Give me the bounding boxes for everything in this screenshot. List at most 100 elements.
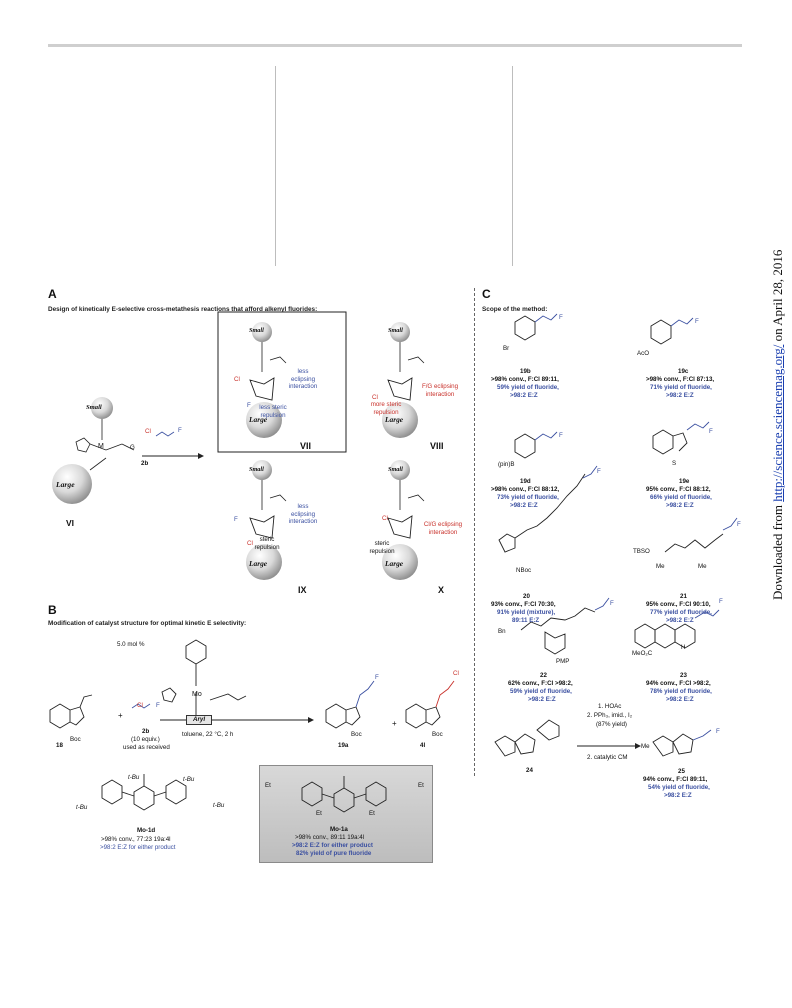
mo-label: Mo	[192, 691, 202, 698]
viii-atom-cl: Cl	[372, 394, 378, 401]
reaction-arrow-b-head	[308, 717, 314, 723]
product-19a-boc: Boc	[351, 731, 362, 738]
panel-b-title: Modification of catalyst structure for o…	[48, 620, 247, 627]
result-19d-l3: >98:2 E:Z	[510, 502, 538, 509]
sciencemag-link[interactable]: http://science.sciencemag.org/	[770, 344, 785, 502]
product-19a-label: 19a	[338, 742, 349, 749]
c-19c-f: F	[695, 318, 699, 325]
top-rule	[48, 44, 742, 47]
result-22-l1: 62% conv., F:Cl >98:2,	[508, 680, 573, 687]
mo-1a-et-4: Et	[369, 810, 375, 817]
c-22-f: F	[610, 600, 614, 607]
c-24-label: 24	[526, 767, 533, 774]
ix-note-steric: steric repulsion	[254, 536, 280, 551]
metallacycle-vii	[246, 322, 287, 438]
viii-note-eclipsing: F/G eclipsing interaction	[421, 383, 459, 398]
mo-1a-name: Mo-1a	[330, 826, 348, 833]
result-19b-l1: >98% conv., F:Cl 89:11,	[491, 376, 559, 383]
result-22-l3: >98:2 E:Z	[528, 696, 556, 703]
c-22-bn: Bn	[498, 628, 506, 635]
reagent-2b-a: 2b	[141, 460, 149, 467]
c-19e-sub: S	[672, 460, 677, 467]
vii-note-steric: less steric repulsion	[259, 404, 287, 419]
c-25-f: F	[716, 728, 720, 735]
c-23-h: H	[681, 644, 686, 651]
reagent-2b-cl: Cl	[137, 702, 143, 709]
c-19c-sub: AcO	[637, 350, 650, 357]
result-19e-l1: 95% conv., F:Cl 88:12,	[646, 486, 711, 493]
mo-1a-highlight	[259, 765, 433, 863]
ix-atom-f: F	[234, 516, 238, 523]
cond-text: toluene, 22 °C, 2 h	[182, 731, 234, 738]
reagent-equiv: (10 equiv.)	[131, 736, 160, 743]
panel-b-label: B	[48, 603, 57, 617]
catalyst-drawing	[161, 639, 247, 716]
result-25-l1: 94% conv., F:Cl 89:11,	[643, 776, 708, 783]
download-note-prefix: Downloaded from	[770, 501, 785, 600]
mo-1a-result: >98% conv., 89:11 19a:4l	[295, 834, 365, 841]
panel-c-title: Scope of the method:	[482, 306, 548, 313]
c-step-3: (87% yield)	[596, 721, 627, 728]
result-19b-l2: 59% yield of fluoride,	[497, 384, 559, 391]
panel-c-structures	[494, 313, 738, 757]
result-21-l1: 95% conv., F:Cl 90:10,	[646, 601, 711, 608]
product-4l-label: 4l	[420, 742, 426, 749]
terphenyl-mo-1d	[101, 774, 187, 811]
ix-atom-cl: Cl	[247, 540, 253, 547]
c-20-f: F	[597, 468, 601, 475]
label-vii: VII	[300, 441, 312, 451]
label-vi: VI	[66, 518, 75, 528]
c-25-sub: Me	[641, 743, 650, 750]
mo-1a-ez: >98:2 E:Z for either product	[292, 842, 373, 849]
reagent-2b-b: 2b	[142, 728, 150, 735]
result-19c-l1: >98% conv., F:Cl 87:13,	[646, 376, 715, 383]
mo-1a-yield: 82% yield of pure fluoride	[296, 850, 372, 857]
metallacycle-x	[382, 460, 425, 580]
result-19e-l2: 66% yield of fluoride,	[650, 494, 712, 501]
mo-1a-et-1: Et	[265, 782, 271, 789]
result-23-l1: 94% conv., F:Cl >98:2,	[646, 680, 711, 687]
sphere-large-viii: Large	[385, 415, 404, 424]
atom-m-vi: M	[98, 443, 104, 450]
result-19e-l3: >98:2 E:Z	[666, 502, 694, 509]
terphenyl-mo-1a	[301, 776, 387, 813]
panel-a-label: A	[48, 287, 57, 301]
c-23-f: F	[719, 598, 723, 605]
c-19e-f: F	[709, 428, 713, 435]
sphere-small-viii: Small	[388, 327, 403, 334]
column-divider-left	[275, 66, 276, 266]
sphere-large-ix: Large	[249, 559, 268, 568]
sphere-large-vii: Large	[249, 415, 268, 424]
result-22-l2: 59% yield of fluoride,	[510, 688, 572, 695]
c-19d-f: F	[559, 432, 563, 439]
aryl-label: Aryl	[186, 715, 213, 725]
mo-1d-tbu-2: t-Bu	[183, 776, 195, 783]
product-19a-drawing	[325, 680, 375, 729]
result-19c-l3: >98:2 E:Z	[666, 392, 694, 399]
c-21-sub: TBSO	[633, 548, 650, 555]
panel-c-label: C	[482, 287, 491, 301]
x-note-steric: steric repulsion	[369, 540, 395, 555]
c-19d-sub: (pin)B	[498, 461, 515, 468]
sphere-small-x: Small	[388, 466, 403, 473]
result-21-l3: >98:2 E:Z	[666, 617, 694, 624]
product-4l-drawing	[405, 680, 455, 729]
result-20-l1: 93% conv., F:Cl 70:30,	[491, 601, 556, 608]
product-19a-f: F	[375, 674, 379, 681]
c-21-me1: Me	[656, 563, 665, 570]
c-19b-f: F	[559, 314, 563, 321]
reagent-2b-f: F	[156, 702, 160, 709]
metallacycle-ix	[246, 460, 287, 580]
catalyst-vi-drawing	[52, 397, 135, 504]
scheme-c-arrow-head	[635, 743, 641, 749]
product-4l-boc: Boc	[432, 731, 443, 738]
result-23-l3: >98:2 E:Z	[666, 696, 694, 703]
ix-note-eclipsing: less eclipsing interaction	[288, 503, 318, 526]
label-ix: IX	[298, 585, 307, 595]
result-23-id: 23	[680, 672, 687, 679]
mo-1d-tbu-4: t-Bu	[213, 802, 225, 809]
mo-1d-tbu-1: t-Bu	[128, 774, 140, 781]
c-23-sub: MeO₂C	[632, 650, 653, 657]
plus-2: +	[392, 719, 397, 728]
result-22-id: 22	[540, 672, 547, 679]
